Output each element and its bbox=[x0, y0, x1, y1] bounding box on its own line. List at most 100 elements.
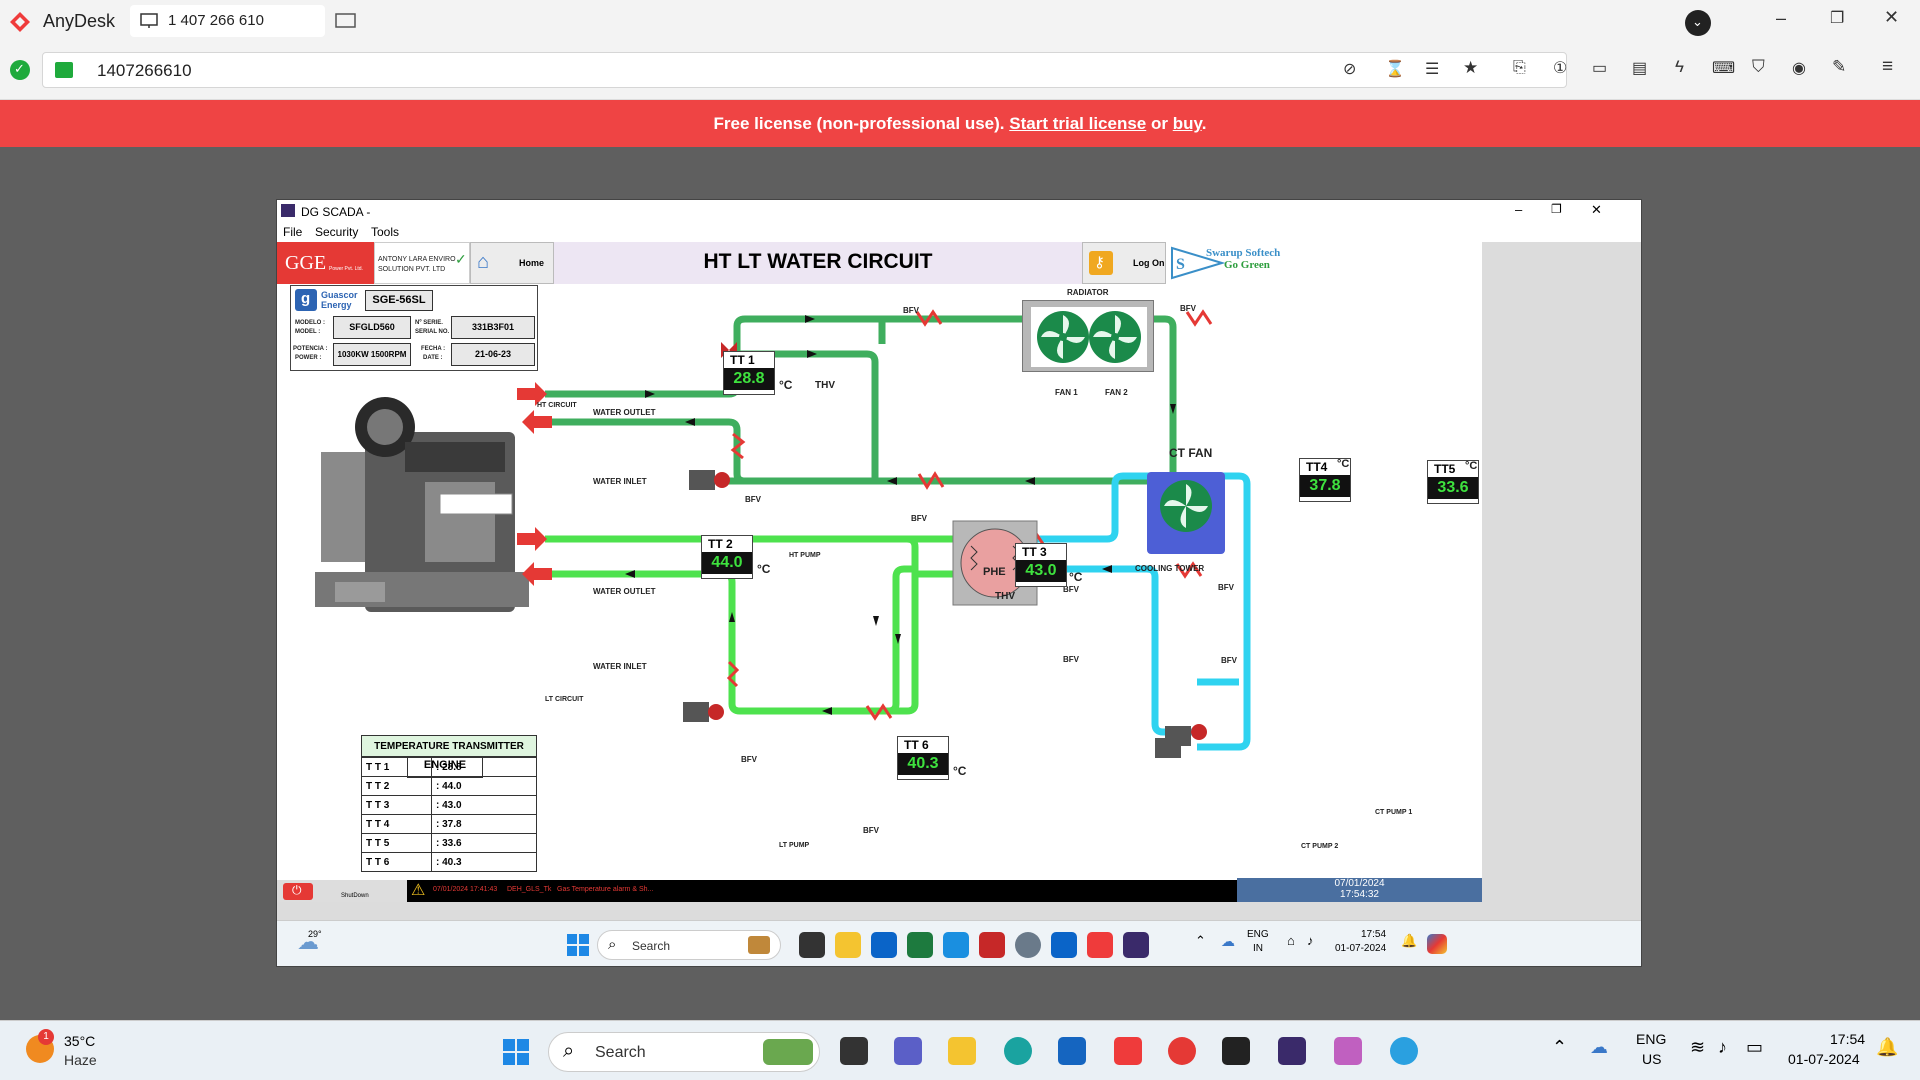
whiteboard-icon[interactable]: ✎ bbox=[1832, 57, 1847, 76]
menu-icon[interactable]: ≡ bbox=[1882, 56, 1894, 77]
meet-icon[interactable] bbox=[894, 1037, 922, 1065]
scada-canvas: GGE Power Pvt. Ltd. ANTONY LARA ENVIRO S… bbox=[277, 242, 1482, 902]
home-button[interactable]: ⌂ Home bbox=[470, 242, 554, 284]
anydesk-taskbar-icon[interactable] bbox=[1087, 932, 1113, 958]
globe-app-icon[interactable] bbox=[1390, 1037, 1418, 1065]
scada-close-icon[interactable]: ✕ bbox=[1591, 202, 1602, 217]
license-text: Free license (non-professional use). bbox=[713, 114, 1005, 133]
local-tray-chevron-icon[interactable]: ⌃ bbox=[1552, 1037, 1568, 1057]
local-volume-icon[interactable]: ♪ bbox=[1718, 1037, 1727, 1057]
settings-icon[interactable] bbox=[1015, 932, 1041, 958]
pump-shapes bbox=[683, 470, 1207, 758]
datetime-display: 07/01/2024 17:54:32 bbox=[1237, 878, 1482, 902]
warning-icon: ⚠ bbox=[411, 882, 426, 899]
taskview-icon[interactable] bbox=[799, 932, 825, 958]
tt4-value: 37.8 bbox=[1300, 475, 1350, 497]
minimize-icon[interactable]: – bbox=[1776, 8, 1787, 28]
scada-restore-icon[interactable]: ❐ bbox=[1551, 202, 1562, 216]
account-icon[interactable]: ⌄ bbox=[1685, 10, 1711, 36]
start-trial-link[interactable]: Start trial license bbox=[1009, 114, 1147, 133]
license-end: . bbox=[1201, 114, 1207, 133]
hourglass-icon[interactable]: ⌛ bbox=[1385, 61, 1405, 78]
snip-icon[interactable] bbox=[1334, 1037, 1362, 1065]
date-value: 21-06-23 bbox=[451, 343, 535, 366]
scada-taskbar-icon[interactable] bbox=[1123, 932, 1149, 958]
excel-icon[interactable] bbox=[907, 932, 933, 958]
database-icon[interactable]: ☰ bbox=[1425, 61, 1440, 78]
outlook-new-icon[interactable] bbox=[1051, 932, 1077, 958]
local-notification-icon[interactable]: 🔔 bbox=[1876, 1037, 1899, 1057]
fan2-icon bbox=[1089, 311, 1141, 363]
action-icon[interactable]: ϟ bbox=[1675, 57, 1684, 76]
app-icon[interactable] bbox=[943, 932, 969, 958]
restore-icon[interactable]: ❐ bbox=[1830, 10, 1845, 27]
terminal-icon[interactable] bbox=[1222, 1037, 1250, 1065]
scada-minimize-icon[interactable]: – bbox=[1515, 202, 1523, 217]
svg-text:S: S bbox=[1176, 256, 1185, 273]
table-row: T T 1: 28.8 bbox=[361, 757, 537, 777]
battery-icon[interactable]: ▭ bbox=[1746, 1037, 1764, 1057]
local-anydesk-icon[interactable] bbox=[1114, 1037, 1142, 1065]
close-icon[interactable]: ✕ bbox=[1884, 7, 1900, 27]
privacy-icon[interactable]: ⊘ bbox=[1343, 61, 1357, 78]
file-transfer-icon[interactable]: ⎘ bbox=[1513, 59, 1526, 76]
onedrive-icon[interactable]: ☁ bbox=[1221, 933, 1235, 949]
tt1-value: 28.8 bbox=[724, 368, 774, 390]
scada-window-title: DG SCADA - bbox=[301, 205, 371, 219]
temperature-table: TEMPERATURE TRANSMITTER T T 1: 28.8 T T … bbox=[361, 735, 537, 872]
new-session-icon[interactable] bbox=[335, 13, 357, 31]
volume-icon[interactable]: ♪ bbox=[1307, 933, 1314, 948]
chrome-icon[interactable] bbox=[1168, 1037, 1196, 1065]
tray-chevron-icon[interactable]: ⌃ bbox=[1195, 933, 1206, 948]
fan1-icon bbox=[1037, 311, 1089, 363]
chat-icon[interactable]: ▤ bbox=[1632, 60, 1648, 77]
scada-app-icon bbox=[281, 204, 295, 217]
local-scada-icon[interactable] bbox=[1278, 1037, 1306, 1065]
display-icon[interactable]: ▭ bbox=[1592, 60, 1608, 77]
address-input[interactable]: 1407266610 ⊘ ⌛ ☰ ★ ⎘ bbox=[42, 52, 1567, 88]
start-icon[interactable] bbox=[567, 934, 589, 956]
outlook-icon[interactable] bbox=[871, 932, 897, 958]
table-row: T T 4: 37.8 bbox=[361, 814, 537, 834]
remote-search-box[interactable]: ⌕ Search bbox=[597, 930, 781, 960]
keyboard-icon[interactable]: ⌨ bbox=[1712, 60, 1736, 77]
search-highlight-icon bbox=[763, 1039, 813, 1065]
local-taskview-icon[interactable] bbox=[840, 1037, 868, 1065]
mcafee-icon[interactable] bbox=[979, 932, 1005, 958]
network-icon[interactable]: ⌂ bbox=[1287, 933, 1295, 948]
record-icon[interactable]: ◉ bbox=[1792, 60, 1806, 77]
store-icon[interactable] bbox=[1058, 1037, 1086, 1065]
swarup-logo-icon: S bbox=[1171, 246, 1226, 280]
menu-tools[interactable]: Tools bbox=[371, 225, 400, 239]
copilot-icon[interactable] bbox=[1427, 934, 1447, 954]
tt2-display: TT 2 44.0 bbox=[701, 535, 753, 579]
local-onedrive-icon[interactable]: ☁ bbox=[1590, 1037, 1608, 1057]
local-start-icon[interactable] bbox=[503, 1039, 529, 1065]
logon-button[interactable]: ⚷ Log On bbox=[1082, 242, 1166, 284]
star-icon[interactable]: ★ bbox=[1463, 58, 1479, 77]
scada-menubar: File Security Tools bbox=[277, 222, 1641, 242]
alarm-banner[interactable]: ⚠ 07/01/2024 17:41:43 DEH_GLS_Tk Gas Tem… bbox=[407, 880, 1237, 902]
remote-screen[interactable]: DG SCADA - – ❐ ✕ File Security Tools GGE… bbox=[276, 199, 1642, 967]
shutdown-button[interactable]: ⏻ ShutDown bbox=[277, 880, 407, 902]
buy-link[interactable]: buy bbox=[1172, 114, 1202, 133]
notification-icon[interactable]: 🔔 bbox=[1401, 933, 1418, 948]
explorer-icon[interactable] bbox=[835, 932, 861, 958]
flow-arrows bbox=[625, 315, 1176, 715]
local-search-box[interactable]: ⌕ Search bbox=[548, 1032, 820, 1072]
edge-icon[interactable] bbox=[1004, 1037, 1032, 1065]
wifi-icon[interactable]: ≋ bbox=[1690, 1037, 1706, 1057]
tt6-value: 40.3 bbox=[898, 753, 948, 775]
page-title-bar: HT LT WATER CIRCUIT bbox=[554, 242, 1082, 284]
permissions-icon[interactable]: ⛉ bbox=[1752, 57, 1765, 76]
menu-file[interactable]: File bbox=[283, 225, 303, 239]
address-value: 1407266610 bbox=[97, 61, 192, 80]
table-row: T T 2: 44.0 bbox=[361, 776, 537, 796]
license-or: or bbox=[1151, 114, 1168, 133]
model-value: SFGLD560 bbox=[333, 316, 411, 339]
local-explorer-icon[interactable] bbox=[948, 1037, 976, 1065]
menu-security[interactable]: Security bbox=[315, 225, 359, 239]
power-icon: ⏻ bbox=[283, 883, 313, 900]
session-tab[interactable]: 1 407 266 610 bbox=[130, 5, 325, 37]
monitor-select-icon[interactable]: ① bbox=[1553, 60, 1568, 77]
